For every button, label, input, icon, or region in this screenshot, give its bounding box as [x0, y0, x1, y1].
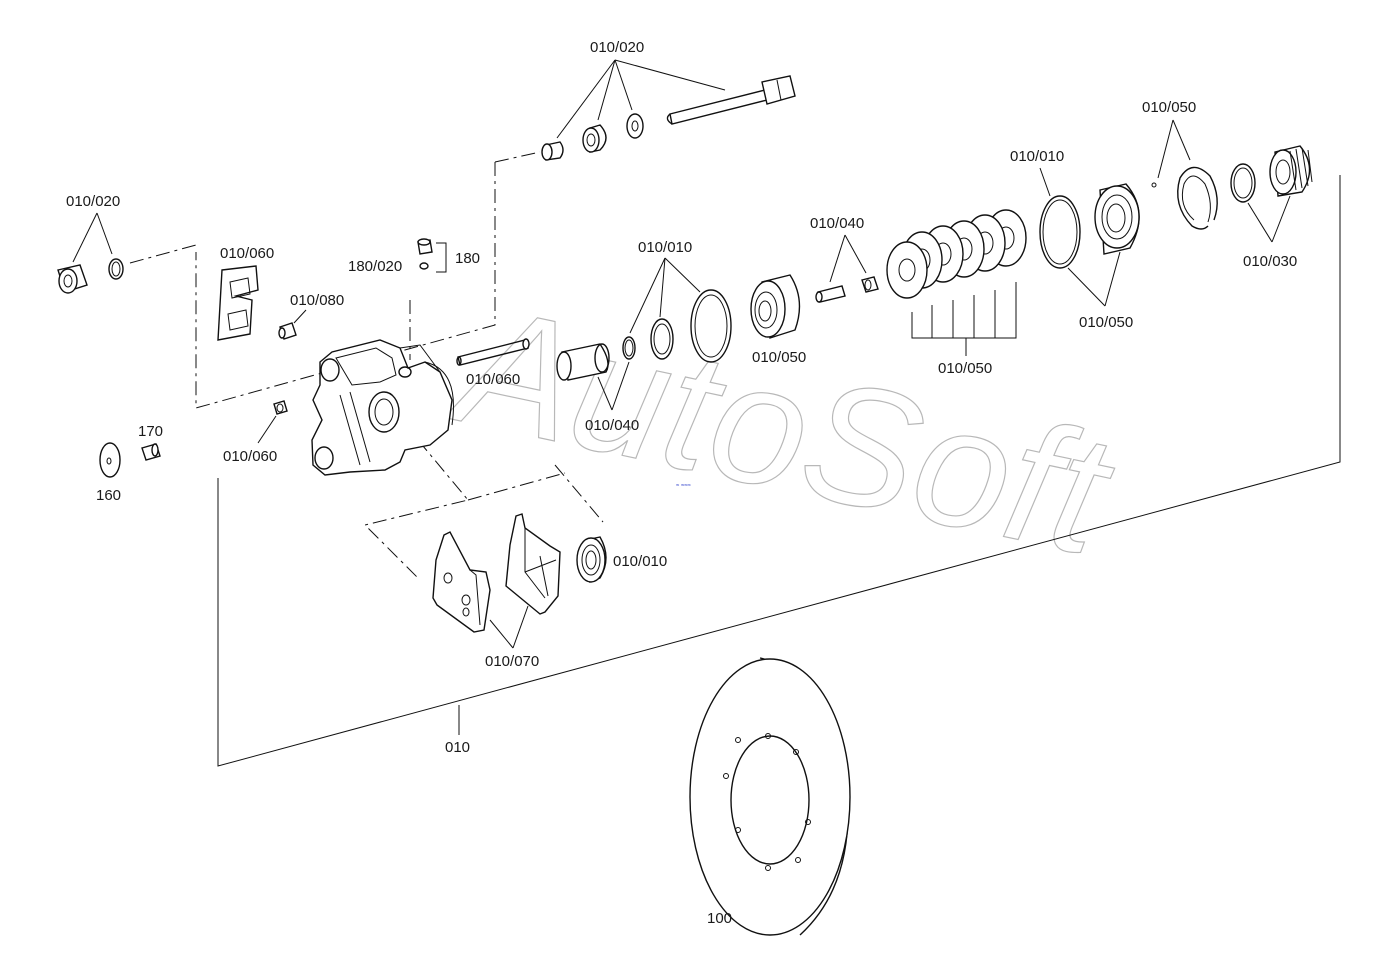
- washer-160: [99, 442, 121, 478]
- leaders-010-020-left: [72, 212, 113, 263]
- leader-010-080: [293, 309, 307, 324]
- leaders-010-010-mid: [629, 257, 701, 334]
- piston-010-040: [556, 343, 610, 381]
- pin-and-nut-010-040: [815, 276, 879, 303]
- label-010-040-right: 010/040: [810, 215, 864, 232]
- label-010-060-mid: 010/060: [466, 371, 520, 388]
- dust-seal-010-010: [576, 536, 607, 583]
- small-nut-010-060: [273, 400, 288, 415]
- leaders-010-050-seal: [1067, 251, 1121, 307]
- label-010-030: 010/030: [1243, 253, 1297, 270]
- label-010-010-mid: 010/010: [638, 239, 692, 256]
- seal-housing-010-050: [1094, 183, 1140, 255]
- caliper-housing: [311, 339, 454, 476]
- disc-spring-stack-010-050: [886, 209, 1027, 299]
- fitting-180: [417, 238, 433, 270]
- leaders-010-050-stack: [911, 282, 1017, 356]
- label-010-070: 010/070: [485, 653, 539, 670]
- label-010-010-oring: 010/010: [1010, 148, 1064, 165]
- leaders-010-040-mid: [597, 361, 630, 411]
- nut-and-ring-010-020: [57, 258, 124, 294]
- bleed-screw-010-080: [278, 322, 297, 340]
- leader-010-010-oring: [1039, 167, 1051, 197]
- label-010-050-clip: 010/050: [1142, 99, 1196, 116]
- label-010-020-left: 010/020: [66, 193, 120, 210]
- label-010-050-stack: 010/050: [938, 360, 992, 377]
- stamp-mark: ≈ ≈≈≈: [676, 483, 692, 489]
- label-160: 160: [96, 487, 121, 504]
- leaders-010-070: [489, 605, 529, 649]
- label-100: 100: [707, 910, 732, 927]
- label-010-040-mid: 010/040: [585, 417, 639, 434]
- label-010-020-top: 010/020: [590, 39, 644, 56]
- bolt-010-020: [541, 75, 796, 161]
- brake-disc-100: [689, 657, 851, 936]
- label-180: 180: [455, 250, 480, 267]
- leaders-010-050-clip: [1157, 119, 1191, 179]
- label-170: 170: [138, 423, 163, 440]
- label-180-020: 180/020: [348, 258, 402, 275]
- label-010: 010: [445, 739, 470, 756]
- assembly-frame-010: [217, 175, 1341, 767]
- spring-clip-010-060: [217, 265, 259, 341]
- brake-pads-010-070: [432, 513, 561, 633]
- label-010-010-low: 010/010: [613, 553, 667, 570]
- leaders-010-020-top: [556, 59, 726, 139]
- leader-180: [436, 242, 447, 273]
- label-010-060-low: 010/060: [223, 448, 277, 465]
- o-ring-010-010: [1039, 195, 1081, 269]
- label-010-050-seal: 010/050: [1079, 314, 1133, 331]
- seal-rings-010-010: [622, 289, 732, 363]
- leaders-010-040-right: [829, 234, 867, 283]
- label-010-050-piston: 010/050: [752, 349, 806, 366]
- circlip-010-050: [1151, 166, 1218, 230]
- leader-010-060-low: [257, 415, 277, 444]
- screw-170: [141, 443, 161, 461]
- ring-and-cap-010-030: [1230, 145, 1313, 203]
- guide-pin-010-060: [456, 338, 530, 366]
- label-010-060-top: 010/060: [220, 245, 274, 262]
- label-010-080: 010/080: [290, 292, 344, 309]
- leaders-010-030: [1247, 195, 1291, 243]
- piston-cup-010-050: [750, 274, 801, 339]
